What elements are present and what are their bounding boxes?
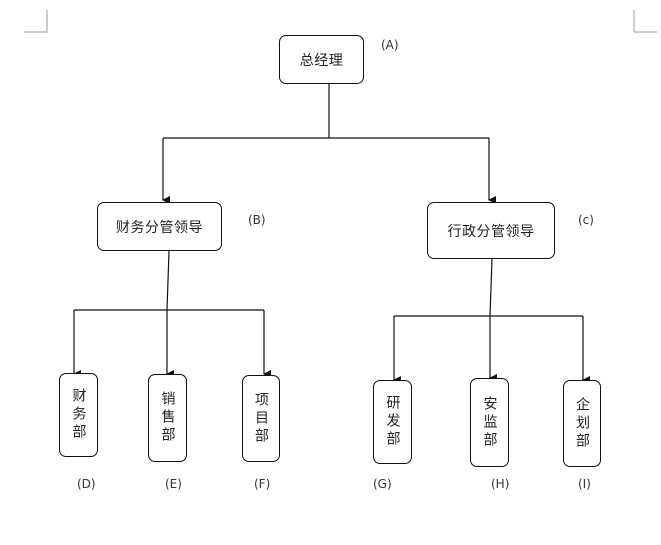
tag-h: (H) [491, 477, 510, 491]
connector-b-trunk [166, 250, 170, 311]
node-project-dept-label: 项目部 [253, 391, 269, 446]
tag-g: (G) [373, 477, 392, 491]
node-planning-dept-label: 企划部 [574, 396, 590, 451]
node-admin-director-label: 行政分管领导 [447, 223, 535, 240]
node-finance-director: 财务分管领导 [97, 202, 222, 251]
node-finance-dept: 财务部 [59, 373, 98, 457]
node-admin-director: 行政分管领导 [427, 202, 555, 259]
corner-mark-left [24, 10, 48, 33]
tag-c: (c) [578, 213, 594, 227]
node-sales-dept-label: 销售部 [159, 391, 176, 445]
node-general-manager-label: 总经理 [299, 52, 344, 69]
node-finance-dept-label: 财务部 [70, 388, 87, 442]
node-safety-dept-label: 安监部 [481, 395, 498, 450]
tag-b: (B) [248, 213, 266, 227]
corner-marks [24, 10, 657, 33]
node-project-dept: 项目部 [242, 375, 280, 462]
tag-a: (A) [381, 38, 399, 52]
node-rnd-dept: 研发部 [373, 380, 412, 464]
node-planning-dept: 企划部 [563, 380, 601, 467]
node-safety-dept: 安监部 [470, 378, 509, 467]
tag-i: (I) [578, 477, 591, 491]
node-general-manager: 总经理 [279, 35, 364, 84]
node-rnd-dept-label: 研发部 [384, 395, 401, 449]
corner-mark-right [633, 10, 657, 33]
node-finance-director-label: 财务分管领导 [116, 219, 203, 236]
tag-f: (F) [254, 477, 271, 491]
node-sales-dept: 销售部 [148, 374, 187, 462]
tag-e: (E) [165, 477, 182, 491]
tag-d: (D) [77, 477, 96, 491]
connector-c-trunk [489, 258, 493, 317]
